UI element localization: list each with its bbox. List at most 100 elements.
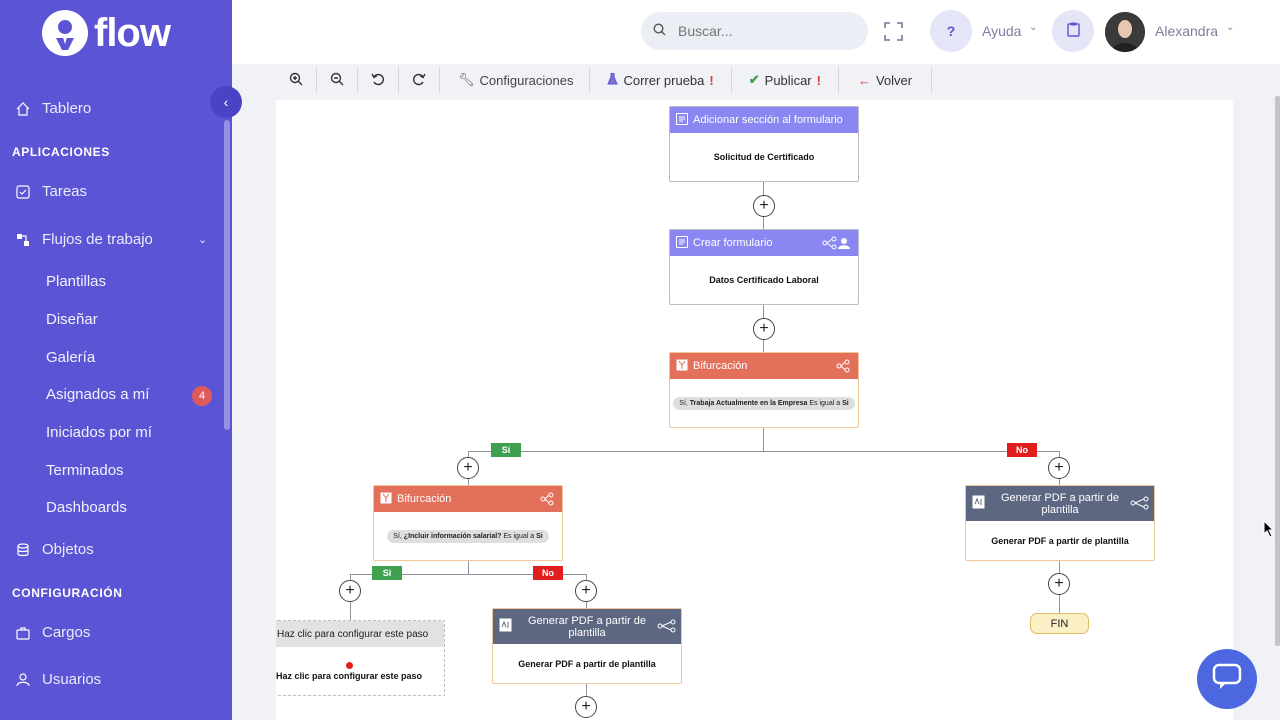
back-button[interactable]: ← Volver xyxy=(839,67,933,93)
page-scrollbar[interactable] xyxy=(1275,96,1280,646)
sidebar-item-usuarios[interactable]: Usuarios xyxy=(16,671,101,688)
flow-node-generate-pdf[interactable]: Generar PDF a partir de plantilla Genera… xyxy=(965,485,1155,561)
condition-field: Trabaja Actualmente en la Empresa xyxy=(689,399,808,407)
node-title: Generar PDF a partir de plantilla xyxy=(528,614,646,639)
share-icon[interactable] xyxy=(836,359,850,376)
share-assign-icon[interactable] xyxy=(822,236,852,253)
flow-node-branch[interactable]: Bifurcación Sí, ¿Incluir información sal… xyxy=(373,485,563,561)
node-header: Haz clic para configurar este paso xyxy=(276,621,444,647)
share-icon[interactable] xyxy=(1130,496,1150,513)
help-button[interactable]: ? xyxy=(930,10,972,52)
zoom-out-icon xyxy=(330,72,344,89)
chevron-down-icon: ⌄ xyxy=(198,234,208,246)
flow-node-unconfigured[interactable]: Haz clic para configurar este paso Haz c… xyxy=(276,620,445,696)
add-step-button[interactable]: + xyxy=(339,580,361,602)
sidebar-scrollbar[interactable] xyxy=(224,120,230,430)
arrow-left-icon: ← xyxy=(857,72,871,88)
node-body-text: Haz clic para configurar este paso xyxy=(276,670,423,681)
run-test-button[interactable]: Correr prueba ! xyxy=(590,67,732,93)
undo-icon xyxy=(371,72,385,89)
search-input[interactable] xyxy=(678,23,848,39)
add-step-button[interactable]: + xyxy=(575,696,597,718)
condition-value: Si xyxy=(842,399,849,407)
zoom-in-button[interactable] xyxy=(276,67,317,93)
sidebar-item-label: Objetos xyxy=(42,541,94,558)
redo-button[interactable] xyxy=(399,67,440,93)
node-title: Crear formulario xyxy=(693,237,773,249)
help-label[interactable]: Ayuda xyxy=(982,23,1022,39)
condition-operator: Es igual a xyxy=(809,399,841,407)
chevron-down-icon[interactable]: ⌄ xyxy=(1226,22,1235,33)
settings-button[interactable]: 🔧︎ Configuraciones xyxy=(440,67,591,93)
avatar[interactable] xyxy=(1105,12,1145,52)
add-step-button[interactable]: + xyxy=(753,318,775,340)
condition-prefix: Sí, xyxy=(679,399,688,407)
flow-node-branch[interactable]: Bifurcación Sí, Trabaja Actualmente en l… xyxy=(669,352,859,428)
node-title: Generar PDF a partir de plantilla xyxy=(1001,491,1119,516)
logo-text: flow xyxy=(94,11,171,55)
assigned-count-badge: 4 xyxy=(192,386,212,406)
sidebar-item-label: Usuarios xyxy=(42,671,102,688)
add-step-button[interactable]: + xyxy=(575,580,597,602)
flow-canvas[interactable]: Adicionar sección al formulario Solicitu… xyxy=(276,100,1233,720)
condition-value: Si xyxy=(536,532,543,540)
fullscreen-icon[interactable] xyxy=(884,22,903,46)
node-body: Solicitud de Certificado xyxy=(713,152,815,162)
condition-pill: Sí, Trabaja Actualmente en la Empresa Es… xyxy=(673,396,855,410)
collapse-sidebar-button[interactable]: ‹ xyxy=(210,86,242,118)
pdf-icon xyxy=(972,495,985,512)
sidebar-subitem-dashboards[interactable]: Dashboards xyxy=(46,499,127,516)
sidebar: flow ‹ Tablero APLICACIONES Tareas Flujo… xyxy=(0,0,242,720)
chat-button[interactable] xyxy=(1197,649,1257,709)
node-body: Sí, Trabaja Actualmente en la Empresa Es… xyxy=(670,379,858,427)
clipboard-button[interactable] xyxy=(1052,10,1094,52)
sidebar-subitem-disenar[interactable]: Diseñar xyxy=(46,311,98,328)
add-step-button[interactable]: + xyxy=(457,457,479,479)
add-step-button[interactable]: + xyxy=(1048,457,1070,479)
error-dot-icon xyxy=(346,661,353,669)
node-header: Bifurcación xyxy=(374,486,562,512)
sidebar-subitem-asignados[interactable]: Asignados a mí xyxy=(46,386,150,403)
logo[interactable]: flow xyxy=(42,10,171,56)
sidebar-item-label: Flujos de trabajo xyxy=(42,231,153,248)
sidebar-subitem-terminados[interactable]: Terminados xyxy=(46,462,124,479)
flow-node-create-form[interactable]: Crear formulario Datos Certificado Labor… xyxy=(669,229,859,305)
zoom-out-button[interactable] xyxy=(317,67,358,93)
user-name[interactable]: Alexandra xyxy=(1155,23,1219,39)
sidebar-item-flujos[interactable]: Flujos de trabajo ⌄ xyxy=(16,231,216,248)
question-icon: ? xyxy=(946,23,956,39)
sidebar-item-tareas[interactable]: Tareas xyxy=(16,183,87,200)
node-header: Generar PDF a partir de plantilla xyxy=(966,486,1154,521)
briefcase-icon xyxy=(16,626,30,640)
node-title: Adicionar sección al formulario xyxy=(693,114,843,126)
user-icon xyxy=(16,672,30,687)
branch-tag-si: Si xyxy=(491,443,521,457)
form-icon xyxy=(676,112,688,128)
branch-tag-si: Si xyxy=(372,566,402,580)
sidebar-subitem-iniciados[interactable]: Iniciados por mí xyxy=(46,424,152,441)
add-step-button[interactable]: + xyxy=(1048,573,1070,595)
mouse-cursor-icon xyxy=(1263,519,1275,543)
sidebar-item-tablero[interactable]: Tablero xyxy=(16,100,91,117)
search-box[interactable] xyxy=(641,12,868,50)
branch-tag-no: No xyxy=(533,566,563,580)
flow-node-generate-pdf[interactable]: Generar PDF a partir de plantilla Genera… xyxy=(492,608,682,684)
share-icon[interactable] xyxy=(540,492,554,509)
sidebar-item-cargos[interactable]: Cargos xyxy=(16,624,90,641)
flow-node-add-section[interactable]: Adicionar sección al formulario Solicitu… xyxy=(669,106,859,182)
chevron-down-icon[interactable]: ⌄ xyxy=(1029,22,1038,33)
warning-icon: ! xyxy=(709,72,714,88)
settings-label: Configuraciones xyxy=(479,72,574,88)
sidebar-subitem-galeria[interactable]: Galería xyxy=(46,349,96,366)
sidebar-item-objetos[interactable]: Objetos xyxy=(16,541,94,558)
node-body: Sí, ¿Incluir información salarial? Es ig… xyxy=(374,512,562,560)
publish-button[interactable]: ✔ Publicar ! xyxy=(732,67,839,93)
connector-line xyxy=(468,451,1060,452)
section-heading-apps: APLICACIONES xyxy=(12,145,110,159)
clipboard-icon xyxy=(1066,22,1080,40)
add-step-button[interactable]: + xyxy=(753,195,775,217)
sidebar-item-label: Cargos xyxy=(42,624,91,641)
share-icon[interactable] xyxy=(657,619,677,636)
sidebar-subitem-plantillas[interactable]: Plantillas xyxy=(46,273,107,290)
undo-button[interactable] xyxy=(358,67,399,93)
